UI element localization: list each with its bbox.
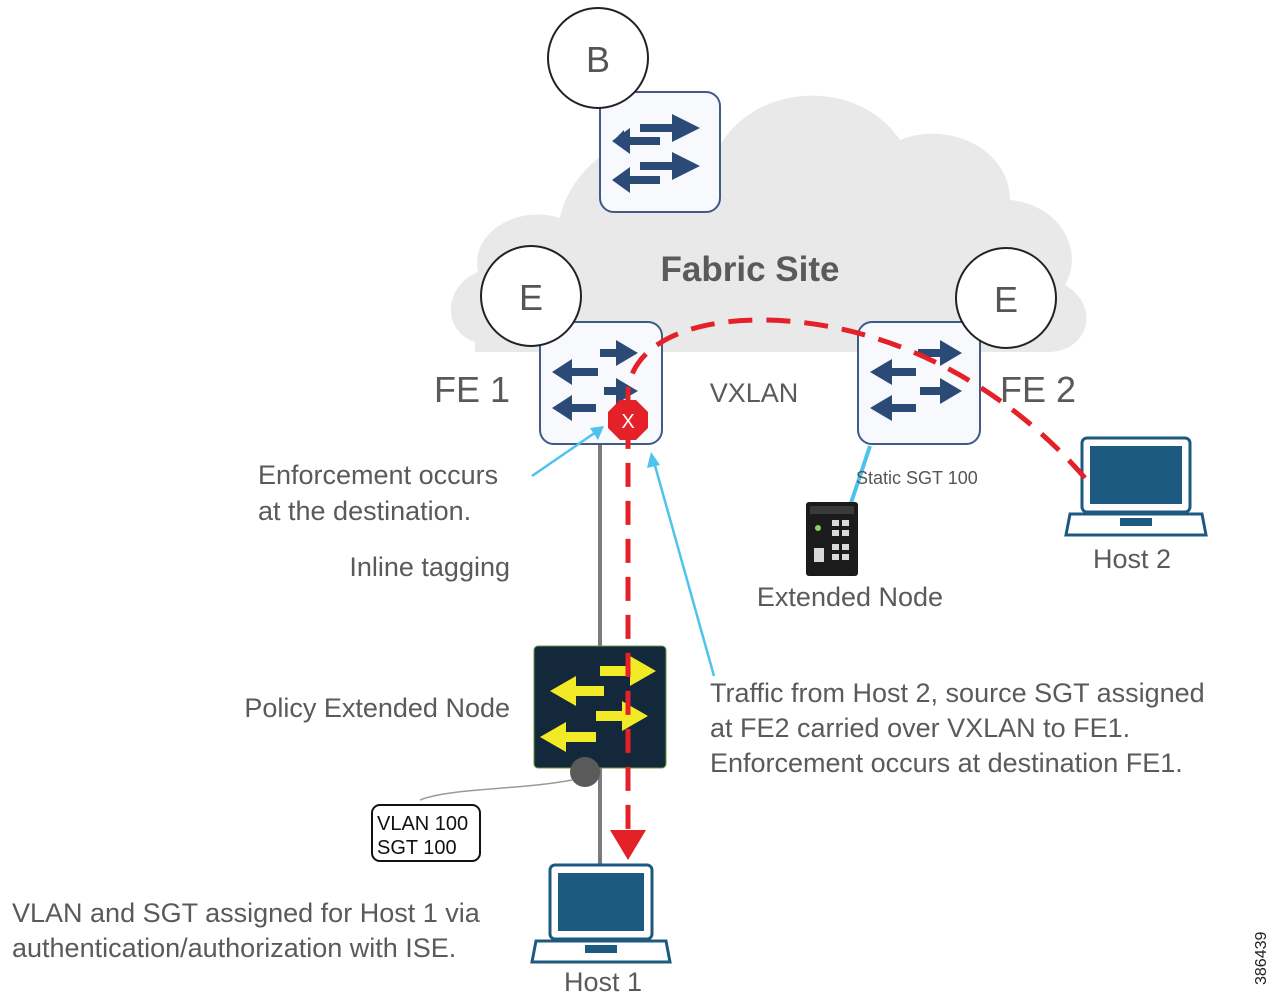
extended-node-link	[846, 445, 872, 513]
enforcement-note-line2: at the destination.	[258, 496, 471, 526]
host1-note-line1: VLAN and SGT assigned for Host 1 via	[12, 898, 481, 928]
vlan-tag-line1: VLAN 100	[377, 813, 468, 835]
policy-extended-node	[533, 645, 667, 769]
border-badge	[547, 7, 649, 109]
fe2-label: FE 2	[1000, 369, 1076, 410]
traffic-callout-line	[647, 452, 716, 677]
inline-tagging-label: Inline tagging	[349, 552, 510, 582]
host1-label: Host 1	[564, 967, 642, 996]
figure-id: 386439	[1253, 932, 1270, 985]
vlan-tag-line2: SGT 100	[377, 837, 457, 859]
vxlan-label: VXLAN	[710, 378, 799, 408]
enforcement-marker	[608, 400, 648, 440]
policy-extended-node-label: Policy Extended Node	[244, 693, 510, 723]
enforcement-note-line1: Enforcement occurs	[258, 460, 498, 490]
traffic-note-line1: Traffic from Host 2, source SGT assigned	[710, 678, 1205, 708]
fe1-badge	[480, 245, 582, 347]
extended-node-device	[806, 502, 858, 576]
host2-laptop	[1064, 436, 1208, 537]
traffic-note-line2: at FE2 carried over VXLAN to FE1.	[710, 713, 1130, 743]
host1-laptop	[530, 863, 672, 964]
vlan-tag-leader	[419, 779, 573, 801]
fe2-badge-letter: E	[994, 279, 1018, 320]
traffic-arrowhead	[610, 830, 646, 860]
border-badge-letter: B	[586, 39, 610, 80]
port-dot	[570, 757, 600, 787]
vlan-tag-box	[371, 804, 481, 862]
fe2-switch	[857, 321, 981, 445]
traffic-path	[625, 317, 1087, 830]
static-sgt-label: Static SGT 100	[856, 468, 978, 488]
border-switch	[599, 91, 721, 213]
fe1-label: FE 1	[434, 369, 510, 410]
cloud-title: Fabric Site	[661, 250, 840, 289]
traffic-note-line3: Enforcement occurs at destination FE1.	[710, 748, 1183, 778]
extended-node-label: Extended Node	[757, 582, 943, 612]
fe2-badge	[955, 247, 1057, 349]
enforcement-marker-letter: X	[621, 411, 634, 433]
fe1-badge-letter: E	[519, 277, 543, 318]
host2-label: Host 2	[1093, 544, 1171, 574]
enforcement-callout-line	[531, 426, 604, 478]
host1-note-line2: authentication/authorization with ISE.	[12, 933, 456, 963]
